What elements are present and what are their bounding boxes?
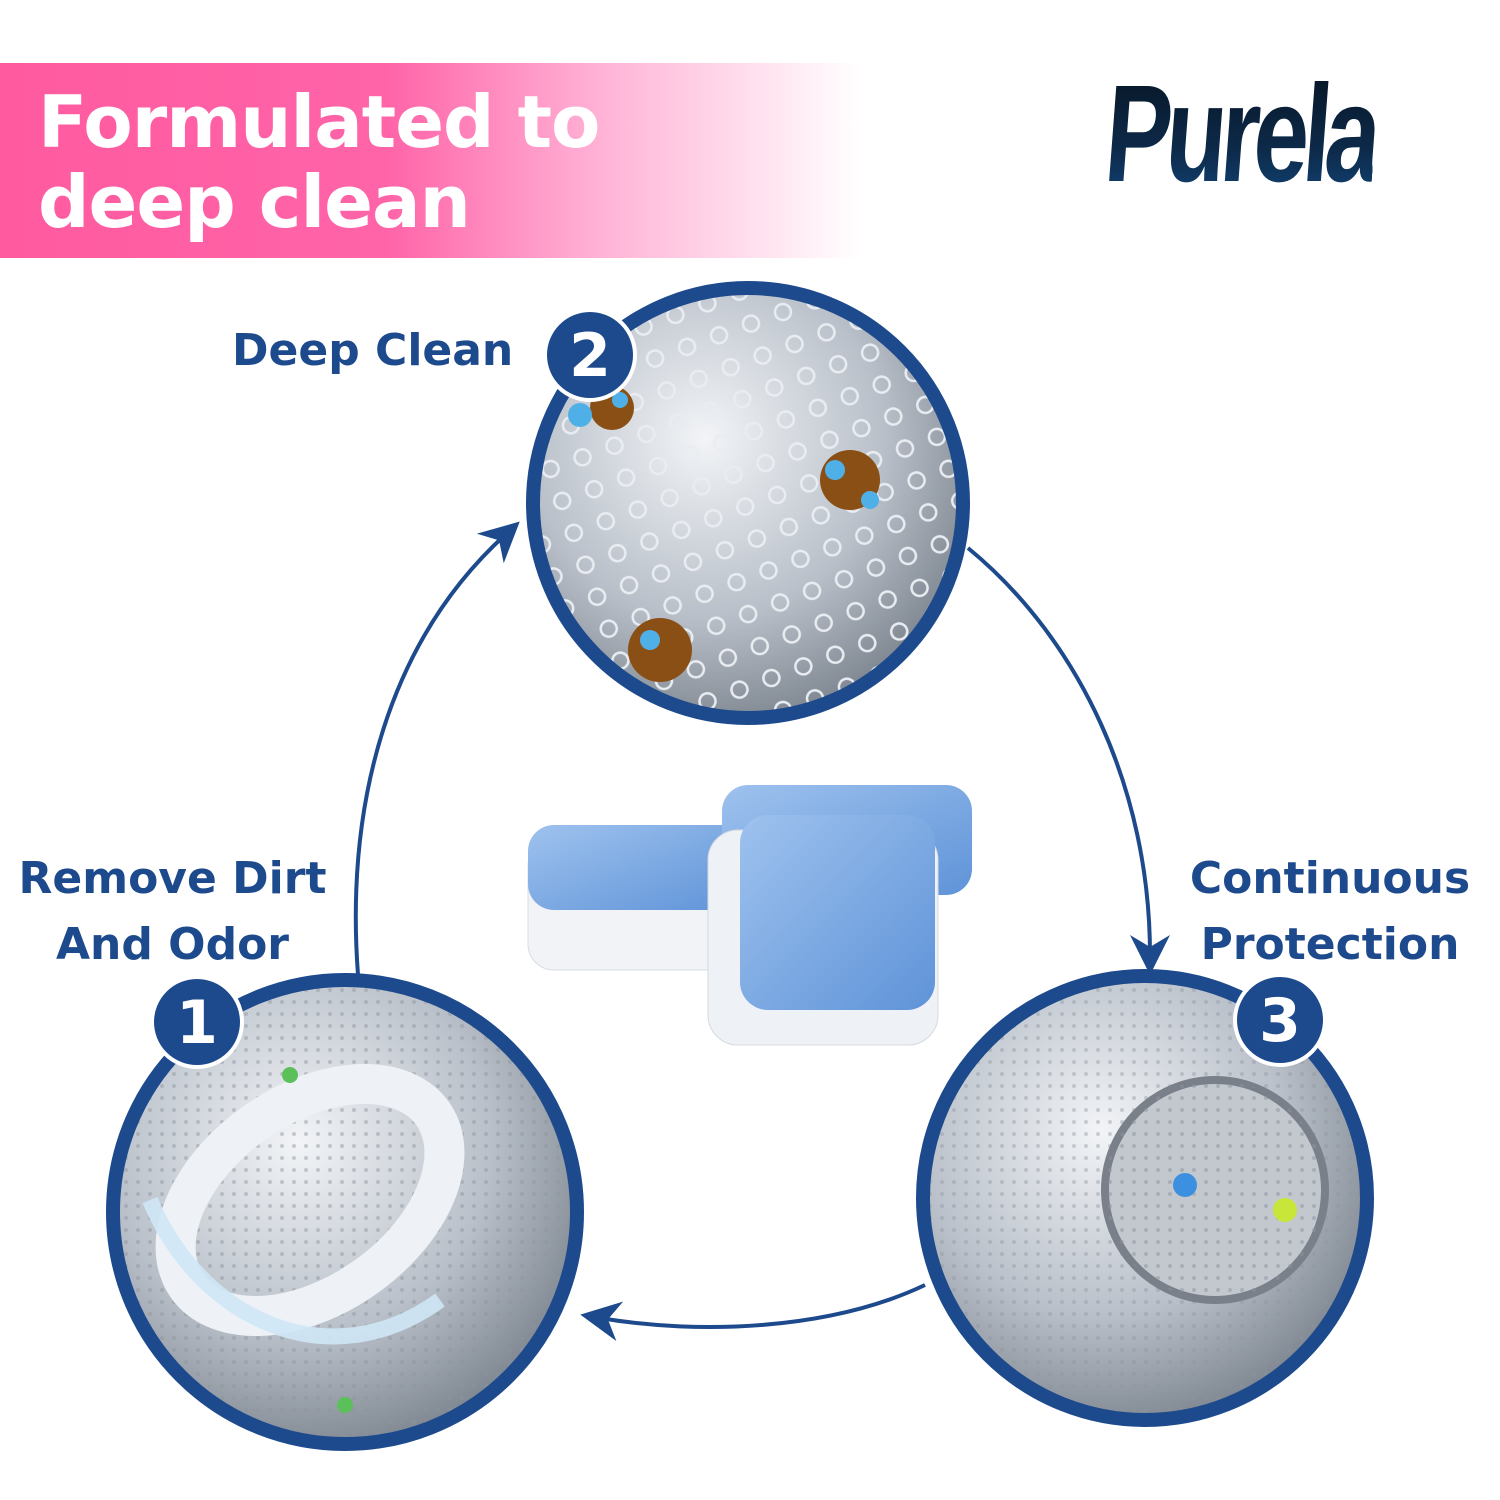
step-1-image (106, 973, 584, 1451)
step-3-image (916, 969, 1374, 1427)
step-1-label: Remove Dirt And Odor (5, 846, 340, 978)
step-2-number: 2 (569, 321, 611, 391)
arrow-3-to-1 (580, 1283, 926, 1342)
tablets-image (527, 785, 972, 1046)
step-1-label-line-2: And Odor (55, 919, 290, 970)
headline-line-1: Formulated to (38, 80, 601, 164)
headline-banner (0, 63, 860, 258)
headline-line-2: deep clean (38, 160, 471, 244)
step-1-number: 1 (176, 988, 218, 1058)
step-1-badge: 1 (150, 975, 244, 1069)
step-2-badge: 2 (543, 308, 637, 402)
step-3-label: Continuous Protection (1170, 846, 1490, 978)
step-2-image (526, 281, 970, 725)
arrow-1-to-2 (353, 521, 520, 976)
step-1-label-line-1: Remove Dirt (18, 853, 327, 904)
step-3-label-line-2: Protection (1200, 919, 1460, 970)
step-3-number: 3 (1259, 986, 1301, 1056)
step-3-label-line-1: Continuous (1189, 853, 1471, 904)
step-2-label-line-1: Deep Clean (232, 325, 514, 376)
step-3-badge: 3 (1233, 973, 1327, 1067)
headline: Formulated to deep clean (38, 80, 601, 244)
arrow-2-to-3 (966, 546, 1170, 975)
step-2-label: Deep Clean (232, 318, 513, 384)
